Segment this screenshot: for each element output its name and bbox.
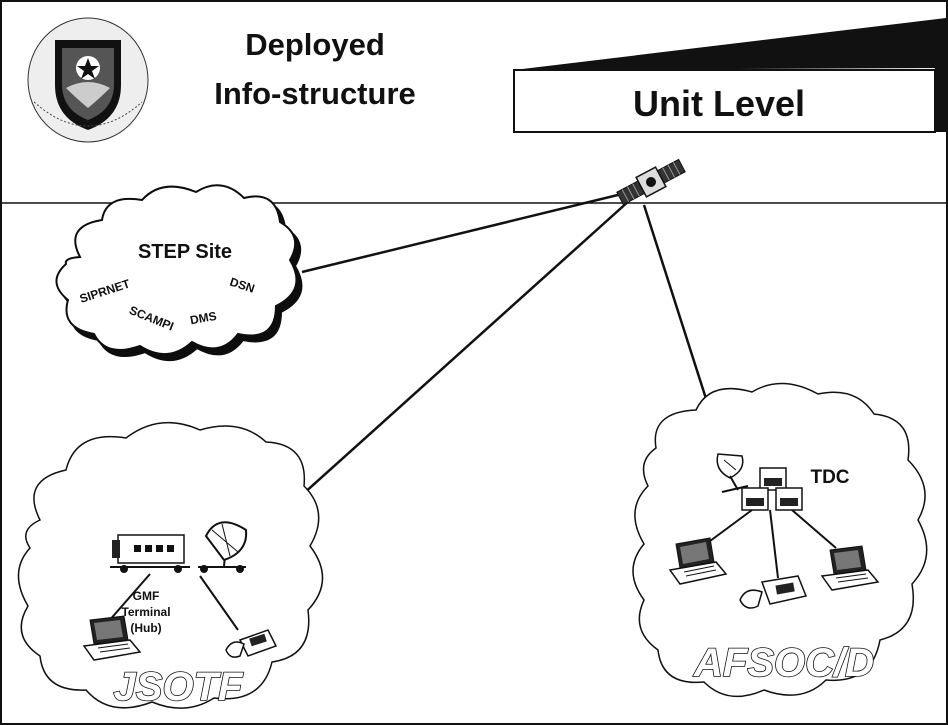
afsoc-link-laptop-left	[705, 509, 753, 545]
jsotf-satellite-dish-icon	[198, 521, 248, 573]
terminal-label: Terminal	[121, 605, 170, 619]
jsotf-link-phone	[199, 575, 239, 631]
tdc-label: TDC	[810, 467, 849, 488]
jsotf-laptop-icon	[82, 615, 142, 661]
jsotf-cloud: JSOTF GMF Terminal (Hub)	[17, 421, 324, 710]
step-site-cloud: STEP Site SIPRNET SCAMPI DMS DSN	[55, 184, 298, 355]
afsoc-link-phone	[769, 509, 779, 579]
jsotf-link-computer	[107, 573, 151, 623]
afsoc-laptop-left-icon	[668, 537, 728, 585]
gmf-shelter-icon	[110, 534, 190, 573]
air-force-emblem	[27, 17, 149, 143]
title-line-2: Info-structure	[214, 76, 416, 111]
banner-label: Unit Level	[633, 83, 805, 124]
afsoc-satellite-dish-icon	[716, 453, 749, 493]
unit-level-banner: Unit Level	[513, 18, 946, 133]
afsoc-link-laptop-right	[791, 509, 837, 549]
afsoc-label: AFSOC/D	[693, 641, 874, 685]
afsoc-telephone-icon	[739, 575, 808, 609]
jsotf-label: JSOTF	[114, 665, 244, 709]
gmf-label: GMF	[133, 589, 160, 603]
hub-label: (Hub)	[130, 621, 161, 635]
title-line-1: Deployed	[245, 27, 385, 62]
afsoc-cloud: AFSOC/D TDC	[632, 382, 928, 698]
tdc-server-stack-icon	[741, 467, 803, 511]
dms-label: DMS	[189, 309, 218, 327]
jsotf-telephone-icon	[225, 629, 278, 658]
step-site-title: STEP Site	[138, 241, 232, 263]
satellite-icon	[616, 158, 686, 206]
link-step-site	[301, 191, 627, 274]
afsoc-laptop-right-icon	[820, 545, 880, 591]
